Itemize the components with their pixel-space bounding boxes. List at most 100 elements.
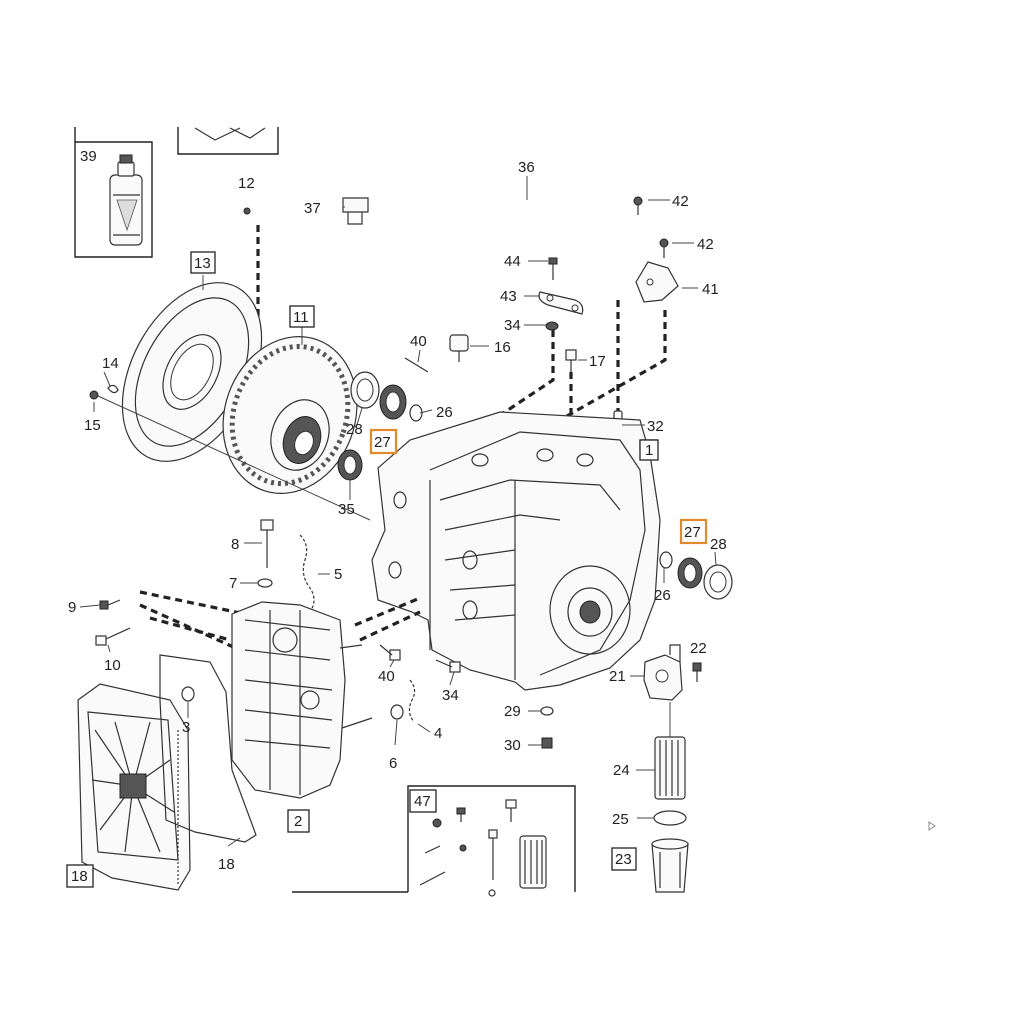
bolt-part-44 <box>548 257 558 280</box>
bolt-part-35 <box>404 349 429 373</box>
callout-28-right: 28 <box>710 536 727 553</box>
svg-text:8: 8 <box>231 536 239 553</box>
callout-44: 44 <box>504 253 521 270</box>
svg-text:30: 30 <box>504 737 521 754</box>
svg-text:28: 28 <box>346 421 363 438</box>
callout-19: 18 <box>218 856 235 873</box>
pointer-arrow-icon <box>928 821 936 831</box>
callout-6: 6 <box>389 755 397 772</box>
frame-top-left <box>74 127 279 258</box>
svg-text:14: 14 <box>102 355 119 372</box>
callout-26-left: 26 <box>436 404 453 421</box>
spring-part-5 <box>299 534 315 613</box>
svg-text:42: 42 <box>697 236 714 253</box>
bolt-part-9 <box>99 599 121 610</box>
bolt-part-42-lower <box>659 238 669 258</box>
bolt-part-8 <box>260 519 274 568</box>
gasket-part-19 <box>159 654 257 843</box>
plug-part-30 <box>541 737 553 749</box>
callout-23: 23 <box>611 847 637 871</box>
seal-part-28-left <box>350 371 380 409</box>
svg-text:18: 18 <box>218 856 235 873</box>
callout-22: 22 <box>690 640 707 657</box>
callout-24: 24 <box>613 762 630 779</box>
callout-33: 35 <box>338 501 355 518</box>
callout-labels: 39 12 1 3 11 14 15 37 36 42 42 41 44 43 3… <box>66 148 727 888</box>
bolt-part-17 <box>565 349 577 372</box>
callout-14: 14 <box>102 355 119 372</box>
svg-text:7: 7 <box>229 575 237 592</box>
callout-26-right: 26 <box>654 587 671 604</box>
valve-body-part-2 <box>231 601 373 799</box>
svg-text:40: 40 <box>378 668 395 685</box>
oil-pan-part-18 <box>77 683 191 891</box>
filter-cap-part-23 <box>651 838 689 893</box>
svg-text:3: 3 <box>182 719 190 736</box>
breather-tube-part-36 <box>348 149 624 299</box>
callout-35: 3940 <box>410 333 427 350</box>
callout-15: 15 <box>84 417 101 434</box>
callout-9: 9 <box>68 599 76 616</box>
callout-37: 37 <box>304 200 321 217</box>
clip-part-14 <box>103 371 119 394</box>
clip-part-37 <box>342 197 369 225</box>
callout-25: 25 <box>612 811 629 828</box>
callout-32: 34 <box>504 317 521 334</box>
filter-housing-part-21 <box>643 644 683 701</box>
bolt-part-42-upper <box>633 196 643 215</box>
svg-text:4: 4 <box>434 725 442 742</box>
svg-text:16: 16 <box>494 339 511 356</box>
callout-47: 47 <box>409 789 437 813</box>
svg-text:15: 15 <box>84 417 101 434</box>
svg-text:42: 42 <box>672 193 689 210</box>
callout-11: 11 <box>289 305 315 328</box>
washer-part-32 <box>545 321 559 331</box>
callout-12: 12 <box>238 175 255 192</box>
callout-42-upper: 42 <box>672 193 689 210</box>
svg-text:28: 28 <box>710 536 727 553</box>
svg-text:40: 40 <box>410 333 427 350</box>
svg-text:27: 27 <box>374 434 391 451</box>
oring-part-25 <box>653 810 687 826</box>
callout-27-left: 27 <box>369 428 398 455</box>
seal-part-28-right <box>703 564 733 600</box>
bolt-part-34 <box>435 659 461 673</box>
svg-text:17: 17 <box>589 353 606 370</box>
callout-28-left: 28 <box>346 421 363 438</box>
callout-8: 8 <box>231 536 239 553</box>
spring-part-4 <box>408 679 416 723</box>
svg-text:25: 25 <box>612 811 629 828</box>
svg-text:27: 27 <box>684 524 701 541</box>
callout-30: 30 <box>504 737 521 754</box>
callout-39: 39 <box>80 148 97 165</box>
callout-5: 5 <box>334 566 342 583</box>
svg-text:9: 9 <box>68 599 76 616</box>
callout-21: 21 <box>609 668 626 685</box>
callout-36: 36 <box>518 159 535 176</box>
bracket-part-43 <box>538 291 584 315</box>
seal-part-27-right <box>677 557 703 589</box>
svg-text:36: 36 <box>518 159 535 176</box>
callout-41: 41 <box>702 281 719 298</box>
svg-text:34: 34 <box>442 687 459 704</box>
oring-part-29 <box>540 706 554 716</box>
svg-text:26: 26 <box>654 587 671 604</box>
svg-text:11: 11 <box>293 309 309 326</box>
svg-text:1: 1 <box>645 442 653 459</box>
callout-4: 4 <box>434 725 442 742</box>
svg-text:41: 41 <box>702 281 719 298</box>
svg-text:32: 32 <box>647 418 664 435</box>
svg-text:26: 26 <box>436 404 453 421</box>
filter-part-24 <box>654 702 686 800</box>
seal-part-27-left <box>379 384 407 420</box>
service-kit-frame-part-47 <box>292 785 576 897</box>
svg-text:43: 43 <box>500 288 517 305</box>
svg-text:21: 21 <box>609 668 626 685</box>
bolt-part-10 <box>95 627 131 646</box>
callout-10: 10 <box>104 657 121 674</box>
torque-converter-part-11 <box>222 336 358 494</box>
sensor-part-16 <box>449 334 469 362</box>
callout-16: 16 <box>494 339 511 356</box>
svg-text:47: 47 <box>414 793 431 810</box>
